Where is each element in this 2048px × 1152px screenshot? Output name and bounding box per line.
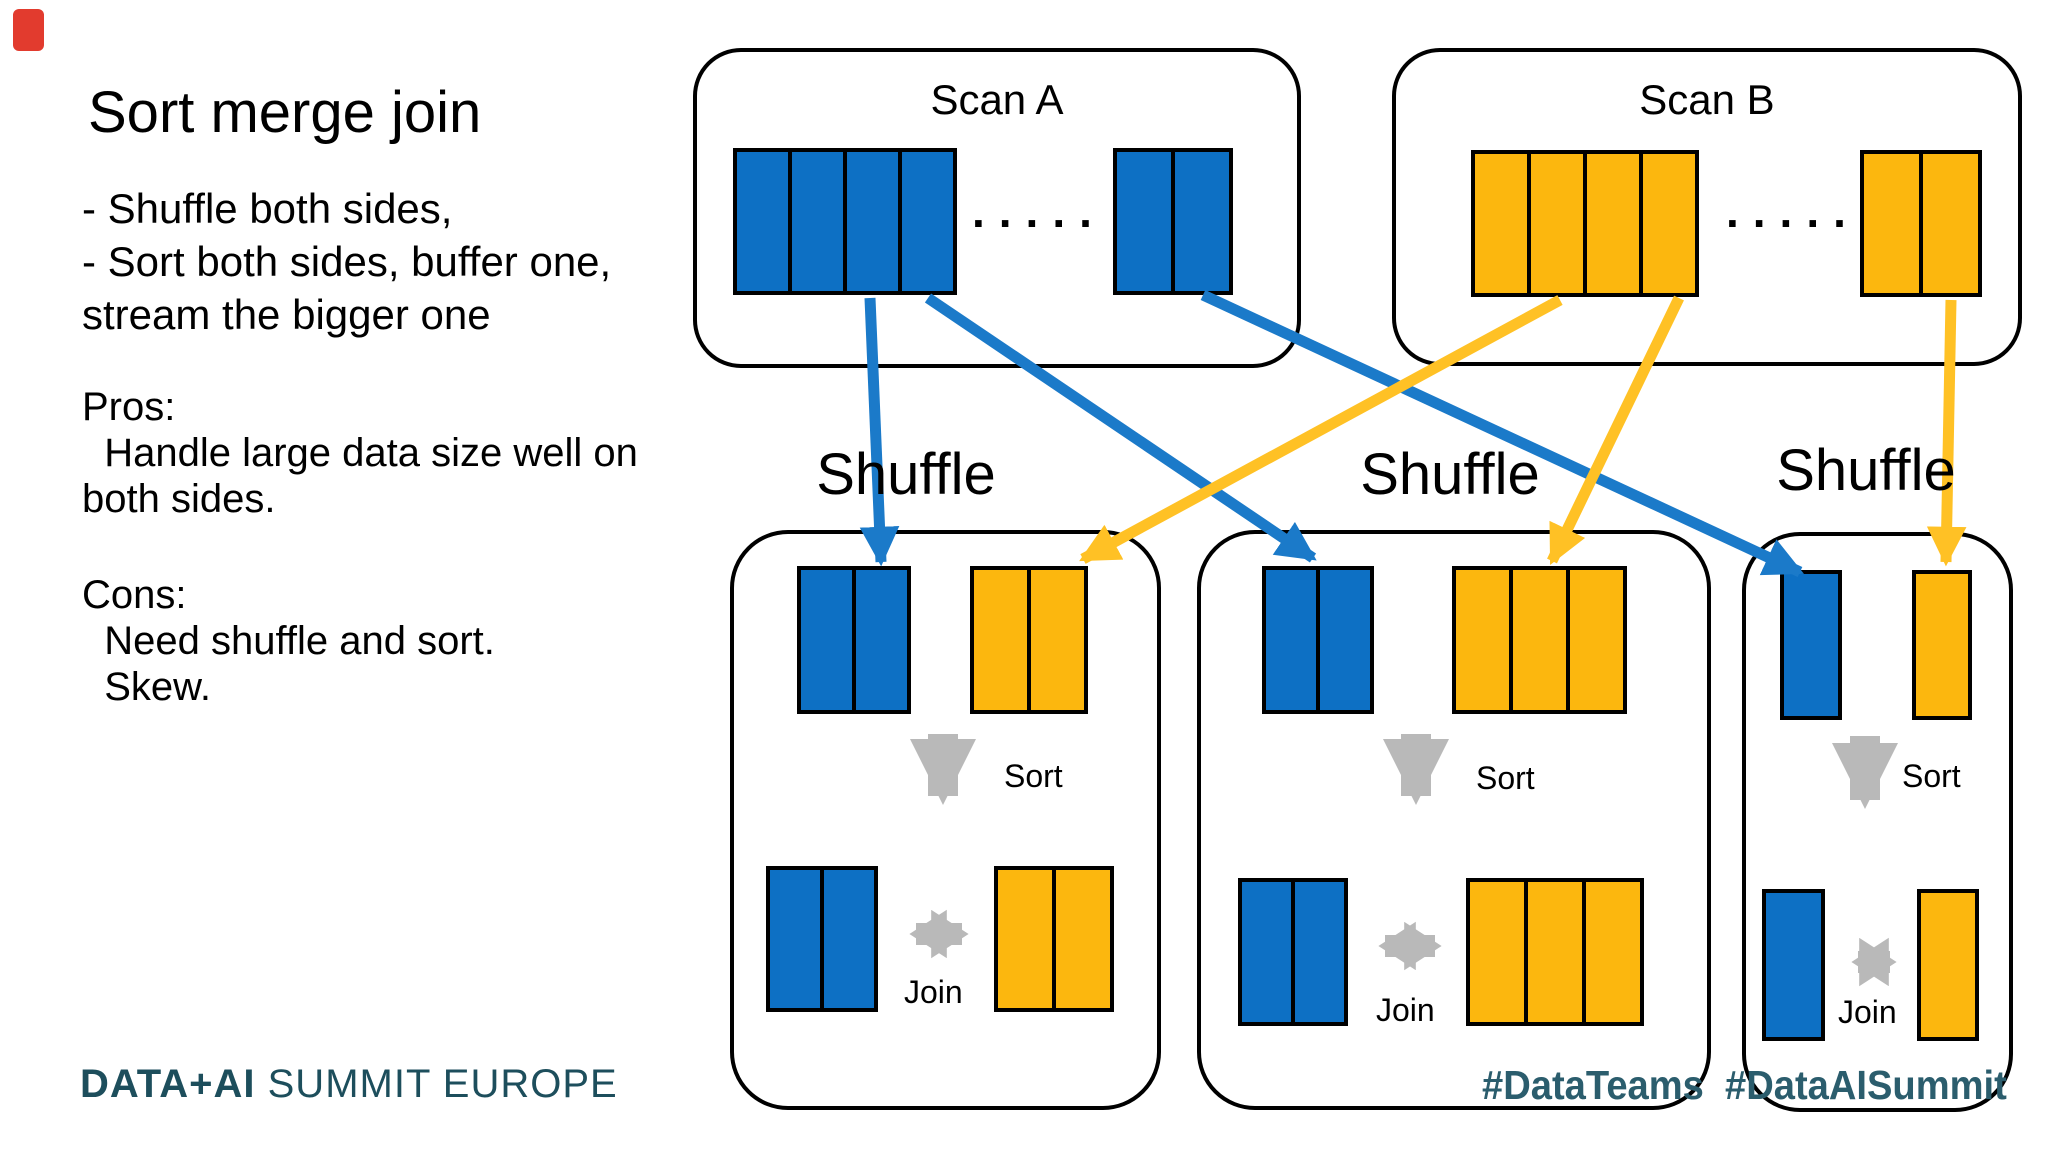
- shuffle2-top-yellow-partitions-cell: [1566, 566, 1627, 714]
- scan-a-ellipsis: .....: [972, 185, 1106, 237]
- shuffle2-top-yellow-partitions-cell: [1509, 566, 1570, 714]
- scan-a-partitions-left: [733, 148, 957, 295]
- shuffle3-top-blue-partitions-cell: [1780, 570, 1842, 720]
- shuffle2-top-yellow-partitions-cell: [1452, 566, 1513, 714]
- shuffle2-bottom-yellow-partitions-cell: [1466, 878, 1528, 1026]
- shuffle3-join-label: Join: [1838, 994, 1897, 1030]
- shuffle3-bottom-blue-partitions: [1762, 889, 1825, 1041]
- event-logo-rest: SUMMIT EUROPE: [255, 1062, 618, 1106]
- shuffle1-top-yellow-partitions: [970, 566, 1088, 714]
- scan-b-partitions-left-cell: [1583, 150, 1643, 297]
- shuffle1-top-yellow-partitions-cell: [1027, 566, 1088, 714]
- shuffle-box-1: [730, 530, 1161, 1110]
- shuffle-label-3: Shuffle: [1776, 438, 1956, 503]
- pros-text: Pros: Handle large data size well on bot…: [82, 385, 638, 521]
- shuffle1-top-blue-partitions-cell: [852, 566, 911, 714]
- shuffle3-top-yellow-partitions-cell: [1912, 570, 1972, 720]
- shuffle3-top-yellow-partitions: [1912, 570, 1972, 720]
- recording-indicator: [13, 9, 44, 51]
- event-logo: DATA+AI SUMMIT EUROPE: [80, 1062, 618, 1107]
- shuffle3-bottom-yellow-partitions-cell: [1917, 889, 1979, 1041]
- shuffle2-join-label: Join: [1376, 992, 1435, 1028]
- shuffle1-top-blue-partitions: [797, 566, 911, 714]
- scan-b-partitions-left: [1471, 150, 1699, 297]
- scan-b-partitions-right-cell: [1860, 150, 1923, 297]
- shuffle-label-1: Shuffle: [816, 442, 996, 507]
- shuffle1-top-blue-partitions-cell: [797, 566, 856, 714]
- shuffle2-bottom-yellow-partitions-cell: [1524, 878, 1586, 1026]
- shuffle1-bottom-blue-partitions-cell: [820, 866, 878, 1012]
- scan-a-partitions-left-cell: [898, 148, 957, 295]
- cons-text: Cons: Need shuffle and sort. Skew.: [82, 573, 495, 709]
- scan-b-partitions-left-cell: [1471, 150, 1531, 297]
- shuffle1-sort-label: Sort: [1004, 758, 1063, 794]
- scan-b-partitions-left-cell: [1527, 150, 1587, 297]
- shuffle1-join-label: Join: [904, 974, 963, 1010]
- shuffle3-bottom-blue-partitions-cell: [1762, 889, 1825, 1041]
- scan-b-partitions-left-cell: [1639, 150, 1699, 297]
- shuffle2-sort-label: Sort: [1476, 760, 1535, 796]
- shuffle1-top-yellow-partitions-cell: [970, 566, 1031, 714]
- scan-b-ellipsis: .....: [1726, 185, 1860, 237]
- bullet-list: - Shuffle both sides, - Sort both sides,…: [82, 185, 612, 338]
- shuffle1-bottom-yellow-partitions: [994, 866, 1114, 1012]
- shuffle2-bottom-blue-partitions: [1238, 878, 1348, 1026]
- shuffle3-top-blue-partitions: [1780, 570, 1842, 720]
- scan-b-title: Scan B: [1639, 76, 1775, 123]
- shuffle2-bottom-blue-partitions-cell: [1291, 878, 1348, 1026]
- shuffle-label-2: Shuffle: [1360, 442, 1540, 507]
- shuffle3-sort-label: Sort: [1902, 758, 1961, 794]
- scan-a-partitions-right-cell: [1113, 148, 1175, 295]
- scan-a-partitions-left-cell: [843, 148, 902, 295]
- shuffle1-bottom-yellow-partitions-cell: [994, 866, 1056, 1012]
- shuffle1-bottom-blue-partitions: [766, 866, 878, 1012]
- shuffle2-bottom-yellow-partitions-cell: [1582, 878, 1644, 1026]
- shuffle2-top-blue-partitions: [1262, 566, 1374, 714]
- shuffle2-top-yellow-partitions: [1452, 566, 1627, 714]
- scan-b-partitions-right-cell: [1919, 150, 1982, 297]
- shuffle2-top-blue-partitions-cell: [1316, 566, 1374, 714]
- shuffle3-bottom-yellow-partitions: [1917, 889, 1979, 1041]
- scan-b-partitions-right: [1860, 150, 1982, 297]
- shuffle2-top-blue-partitions-cell: [1262, 566, 1320, 714]
- shuffle2-bottom-yellow-partitions: [1466, 878, 1644, 1026]
- scan-a-partitions-right-cell: [1171, 148, 1233, 295]
- scan-a-partitions-left-cell: [788, 148, 847, 295]
- scan-a-title: Scan A: [930, 76, 1064, 123]
- event-logo-bold: DATA+AI: [80, 1062, 256, 1106]
- scan-a-partitions-left-cell: [733, 148, 792, 295]
- page-title: Sort merge join: [88, 80, 482, 145]
- scan-a-partitions-right: [1113, 148, 1233, 295]
- shuffle1-bottom-yellow-partitions-cell: [1052, 866, 1114, 1012]
- shuffle1-bottom-blue-partitions-cell: [766, 866, 824, 1012]
- hashtags: #DataTeams #DataAISummit: [1482, 1062, 2007, 1108]
- shuffle2-bottom-blue-partitions-cell: [1238, 878, 1295, 1026]
